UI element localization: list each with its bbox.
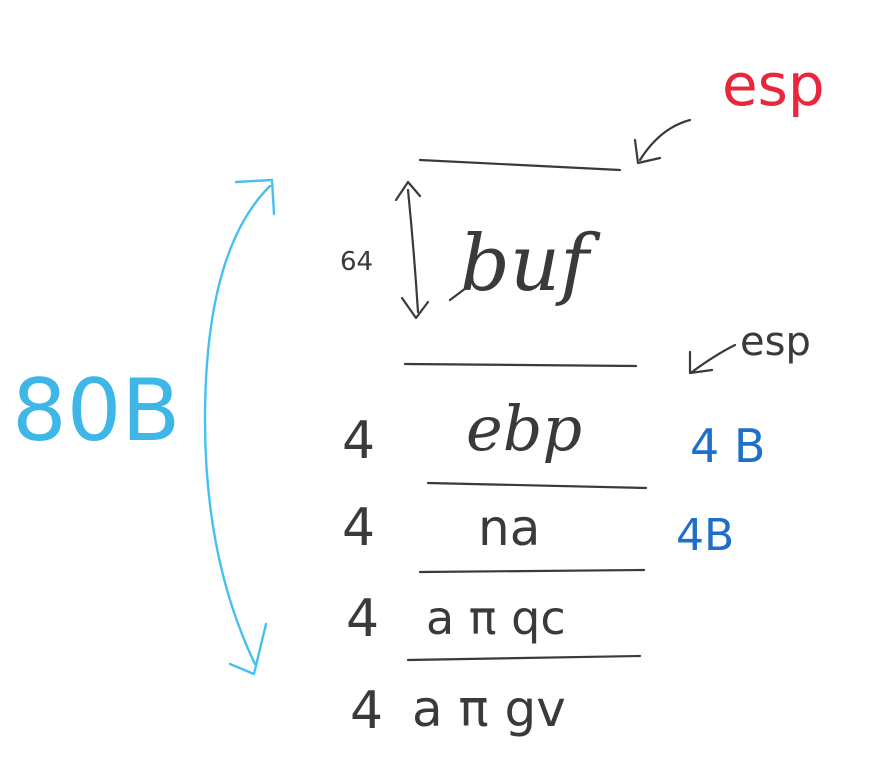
total-size-brace: [203, 178, 276, 676]
esp-mid-arrow: [688, 343, 737, 375]
row-name: a π qc: [426, 591, 566, 645]
row-separator: [426, 481, 648, 490]
row-size-label: 4: [346, 589, 379, 649]
buf-bottom-line: [403, 362, 638, 368]
buf-tick: [448, 283, 472, 302]
row-separator: [418, 568, 646, 574]
row-size-label: 4: [342, 411, 375, 471]
row-size-label: 4: [350, 681, 383, 741]
row-separator: [406, 654, 642, 662]
stack-top-line: [418, 158, 622, 172]
row-size-label: 4: [342, 498, 375, 558]
buf-label: buf: [460, 219, 601, 309]
row-bytes-label: 4 B: [690, 419, 765, 473]
buf-size-arrow: [394, 180, 430, 320]
row-name: na: [478, 499, 540, 557]
row-bytes-label: 4B: [676, 510, 734, 561]
buf-size-label: 64: [340, 247, 373, 277]
esp-top-label: esp: [722, 51, 825, 119]
row-name: a π gv: [412, 680, 566, 738]
total-size-label: 80B: [12, 361, 180, 461]
esp-top-arrow: [633, 118, 692, 165]
esp-mid-label: esp: [740, 319, 811, 365]
row-name: ebp: [466, 392, 582, 465]
